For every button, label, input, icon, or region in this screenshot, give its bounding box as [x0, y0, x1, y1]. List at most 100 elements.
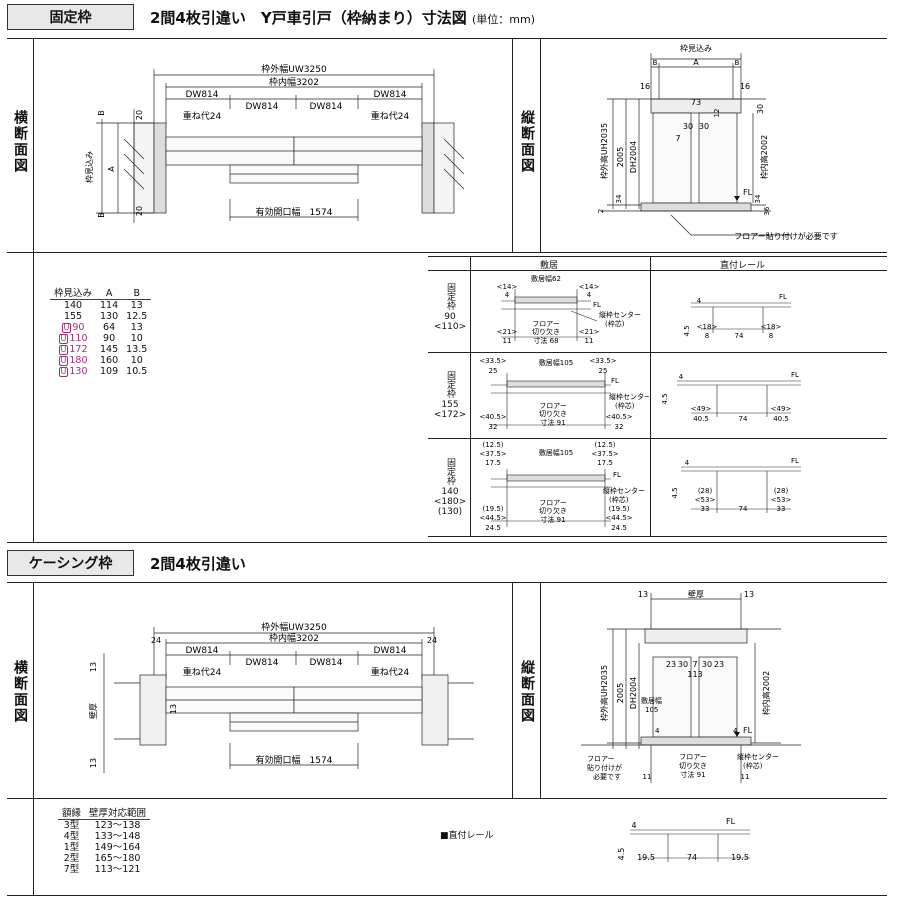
dim-b-label: B	[735, 59, 740, 67]
detail-grid-row-rule	[428, 352, 887, 353]
u-series-icon: U	[58, 356, 69, 366]
table-cell-b: 12.5	[126, 311, 148, 322]
dimension-label: 32	[489, 423, 498, 431]
table-cell-type: 7型	[63, 864, 80, 875]
section2-bottom-rule	[7, 895, 887, 896]
table-cell-type: 4型	[63, 831, 80, 842]
dimension-label: 13	[89, 662, 98, 672]
table-cell-a: 90	[103, 333, 116, 344]
dimension-label: 切り欠き	[539, 506, 567, 515]
dimension-label: 30	[678, 660, 688, 669]
table-cell-depth: 155	[63, 311, 83, 322]
table-cell-a: 160	[100, 355, 119, 366]
dimension-label: 13	[744, 590, 754, 599]
u-series-icon: U	[61, 323, 72, 333]
dimension-label: <18>	[697, 323, 718, 331]
dimension-label: 4	[587, 291, 592, 299]
detail-grid-divider	[650, 256, 651, 536]
dimension-label: 有効開口幅 1574	[256, 754, 333, 766]
dimension-label: 縦枠センター	[603, 486, 645, 495]
rail-detail-row1: 4.5 4 FL <18> 8 74 <18> 8	[683, 293, 791, 340]
dim-a-label: A	[693, 58, 699, 67]
dimension-label: 4	[655, 727, 660, 735]
dimension-label: 枠外幅UW3250	[261, 621, 327, 633]
dimension-label: <44.5>	[605, 514, 632, 522]
dimension-label: 25	[489, 367, 498, 375]
dimension-label: 4.5	[661, 393, 669, 404]
section1-vert-label-divider	[540, 38, 541, 252]
dimension-label: <40.5>	[605, 413, 632, 421]
door-width-label: DW814	[245, 102, 278, 112]
dimension-label: (12.5)	[482, 441, 503, 449]
dimension-label: 19.5	[731, 853, 749, 862]
dimension-label: 重ね代24	[183, 666, 222, 678]
dimension-label: FL	[791, 457, 799, 465]
dimension-label: 24.5	[485, 524, 501, 532]
dim-b-label: B	[97, 212, 106, 218]
dimension-label: <33.5>	[589, 357, 616, 365]
dimension-label: (枠芯)	[615, 401, 635, 410]
horizontal-section-label: 横断面図	[12, 110, 28, 174]
section2-badge: ケーシング枠	[7, 550, 134, 576]
dimension-label: 4.5	[683, 325, 691, 336]
dimension-label: 23	[714, 660, 724, 669]
dim-73-label: 73	[691, 98, 701, 107]
dimension-label: 必要です	[593, 772, 621, 781]
dimension-label: 敷居幅105	[539, 358, 573, 367]
dim-20-label: 20	[135, 110, 144, 120]
dimension-label: 4	[679, 373, 684, 381]
table-cell-range: 133～148	[94, 831, 141, 842]
dimension-label: 枠内幅3202	[269, 632, 319, 644]
rail-detail-row3: 4.5 4 FL (28) <53> 33 74 (28) <53> 33	[671, 457, 801, 513]
dimension-label: DW814	[373, 646, 406, 656]
vertical-plan-drawing-2: 壁厚 13 13 23 30 7 30 23 113 枠外高UH2035 200…	[581, 589, 801, 783]
dimension-label: <49>	[691, 405, 712, 413]
dimension-label: <53>	[771, 496, 792, 504]
height-2005-label: 2005	[616, 147, 625, 167]
dimension-label: DH2004	[629, 677, 638, 710]
sill-detail-row3: 敷居幅105 (12.5) <37.5> 17.5 (12.5) <37.5> …	[479, 441, 645, 532]
table-cell-b: 13	[130, 300, 143, 311]
rail-detail-row2: 4.5 4 FL <49> 40.5 74 <49> 40.5	[661, 371, 801, 423]
table-cell-b: 10	[130, 333, 143, 344]
dim-b-label: B	[653, 59, 658, 67]
table-cell-type: 1型	[63, 842, 80, 853]
table-cell-range: 149～164	[94, 842, 141, 853]
dimension-label: (枠芯)	[609, 495, 629, 504]
table-cell-type: 3型	[63, 820, 80, 831]
section1-mid-rule	[7, 252, 887, 253]
dim-30-label: 30	[699, 122, 709, 131]
rail-detail-casing: 4 FL 4.5 19.5 74 19.5	[617, 817, 750, 862]
dimension-label: <33.5>	[479, 357, 506, 365]
detail-grid-top	[428, 256, 887, 257]
dimension-label: 11	[585, 337, 594, 345]
dimension-label: 13	[169, 704, 178, 714]
dim-36-label: 36	[763, 206, 771, 215]
dimension-label: 寸法 91	[540, 515, 565, 524]
sill-column-header: 敷居	[540, 261, 559, 271]
table-cell-a: 114	[100, 300, 119, 311]
dimension-label: FL	[593, 301, 601, 309]
table-cell-a: 130	[100, 311, 119, 322]
dimension-label: (19.5)	[608, 505, 629, 513]
table-cell-a: 109	[100, 366, 119, 377]
u-series-icon: U	[58, 334, 69, 344]
dimension-label: DW814	[185, 646, 218, 656]
dimension-label: <14>	[579, 283, 600, 291]
horizontal-plan-drawing-2: 枠外幅UW3250 枠内幅3202 DW814 DW814 DW814 DW81…	[88, 621, 474, 773]
dimension-label: FL	[743, 726, 753, 735]
table-header: 壁厚対応範囲	[85, 808, 151, 820]
sill-detail-row1: 敷居幅62 <14> 4 <14> 4 FL 縦枠センター (枠芯) フロアー …	[497, 274, 641, 345]
dimension-label: 8	[705, 332, 709, 340]
section2-mid-rule	[7, 798, 887, 799]
dimension-label: 4	[697, 297, 702, 305]
dimension-label: (28)	[698, 487, 713, 495]
table-cell-type: 2型	[63, 853, 80, 864]
